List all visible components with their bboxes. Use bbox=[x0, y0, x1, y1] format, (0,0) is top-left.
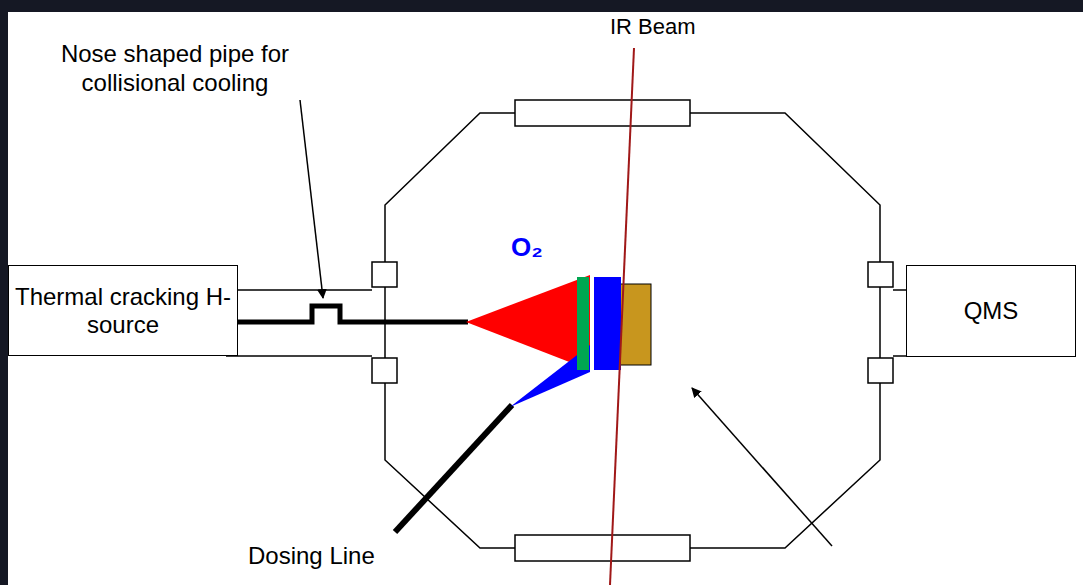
tube-wall bbox=[893, 289, 906, 291]
box-text: QMS bbox=[964, 297, 1019, 325]
tube-wall bbox=[226, 355, 372, 357]
ice-layer bbox=[594, 277, 621, 370]
h-atom-beam bbox=[466, 275, 590, 370]
bottom-window bbox=[515, 535, 690, 561]
qms-box: QMS bbox=[906, 265, 1076, 357]
substrate bbox=[620, 284, 651, 365]
port-flange bbox=[868, 262, 893, 287]
ir-beam bbox=[610, 48, 634, 585]
port-flange bbox=[868, 358, 893, 383]
dosing-line bbox=[395, 405, 512, 532]
port-flange bbox=[372, 262, 397, 287]
top-window bbox=[515, 100, 690, 126]
part-label: Nose shaped pipe for collisional cooling bbox=[45, 40, 305, 98]
molecule-label: O₂ bbox=[511, 232, 543, 263]
leader-arrow bbox=[692, 388, 832, 546]
vacuum-chamber bbox=[385, 113, 880, 548]
port-flange bbox=[372, 358, 397, 383]
part-label: Dosing Line bbox=[248, 542, 375, 571]
leader-arrow bbox=[300, 100, 323, 298]
tube-wall bbox=[226, 289, 372, 291]
top-layer bbox=[577, 277, 589, 370]
part-label: IR Beam bbox=[610, 14, 696, 40]
h-source-box: Thermal cracking H-source bbox=[8, 265, 238, 356]
box-text: Thermal cracking H-source bbox=[9, 283, 237, 338]
tube-wall bbox=[893, 355, 906, 357]
nose-pipe bbox=[226, 306, 468, 322]
